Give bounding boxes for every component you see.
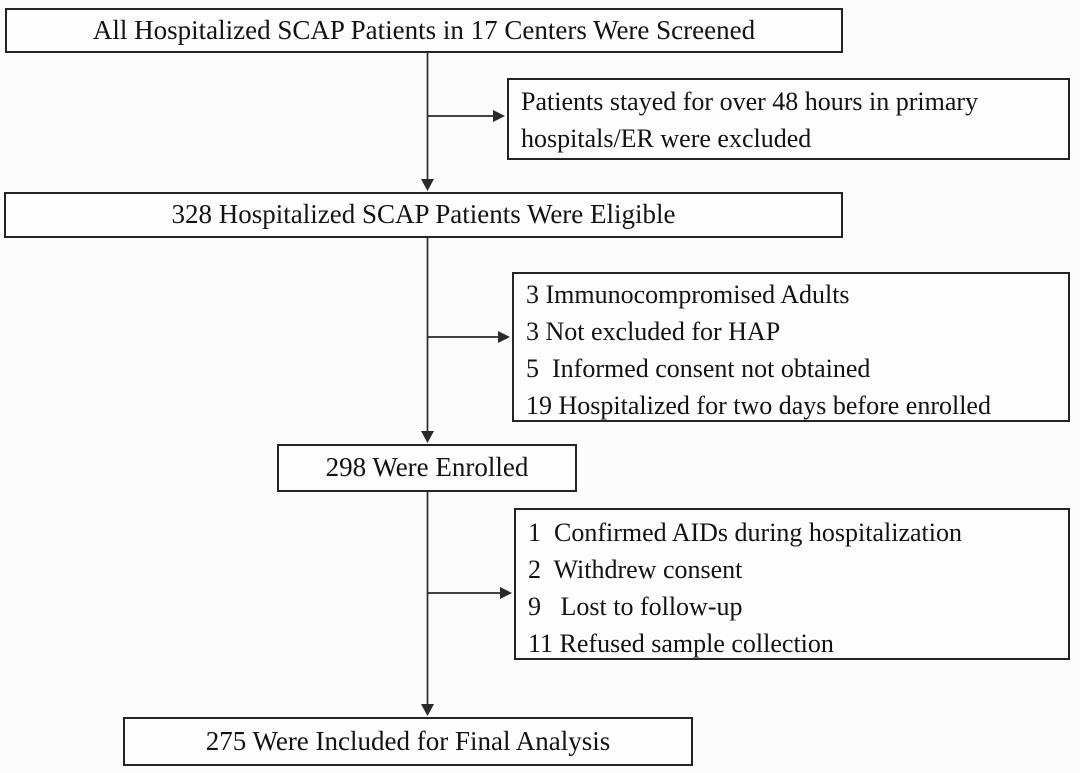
excluded-before-item-2: 3 Not excluded for HAP: [526, 317, 781, 346]
node-enrolled: 298 Were Enrolled: [277, 444, 577, 492]
node-final-analysis: 275 Were Included for Final Analysis: [123, 717, 693, 766]
arrow-enrolled-to-final: [421, 492, 434, 716]
node-eligible-label: 328 Hospitalized SCAP Patients Were Elig…: [171, 199, 676, 230]
node-eligible: 328 Hospitalized SCAP Patients Were Elig…: [4, 192, 843, 238]
excluded-after-item-1: 1 Confirmed AIDs during hospitalization: [528, 518, 963, 547]
node-enrolled-label: 298 Were Enrolled: [325, 452, 529, 483]
arrow-branch-excluded-primary: [427, 110, 505, 122]
excluded-primary-line-1: Patients stayed for over 48 hours in pri…: [521, 87, 979, 116]
excluded-after-item-3: 9 Lost to follow-up: [528, 592, 743, 621]
arrow-eligible-to-enrolled: [421, 238, 434, 443]
node-final-analysis-label: 275 Were Included for Final Analysis: [205, 725, 611, 756]
node-excluded-before-enrollment: 3 Immunocompromised Adults 3 Not exclude…: [512, 272, 1070, 422]
excluded-after-item-2: 2 Withdrew consent: [528, 555, 743, 584]
arrow-branch-excluded-before: [427, 331, 510, 343]
node-excluded-after-enrollment: 1 Confirmed AIDs during hospitalization …: [514, 508, 1070, 660]
node-screened: All Hospitalized SCAP Patients in 17 Cen…: [5, 8, 843, 53]
excluded-primary-line-2: hospitals/ER were excluded: [521, 124, 812, 153]
excluded-before-item-4: 19 Hospitalized for two days before enro…: [526, 391, 991, 420]
node-screened-label: All Hospitalized SCAP Patients in 17 Cen…: [92, 14, 756, 45]
arrow-screened-to-eligible: [421, 53, 434, 191]
excluded-before-item-1: 3 Immunocompromised Adults: [526, 280, 850, 309]
excluded-before-item-3: 5 Informed consent not obtained: [526, 354, 871, 383]
node-excluded-primary-hospital: Patients stayed for over 48 hours in pri…: [507, 78, 1070, 160]
excluded-after-item-4: 11 Refused sample collection: [528, 629, 834, 658]
arrow-branch-excluded-after: [427, 587, 512, 599]
